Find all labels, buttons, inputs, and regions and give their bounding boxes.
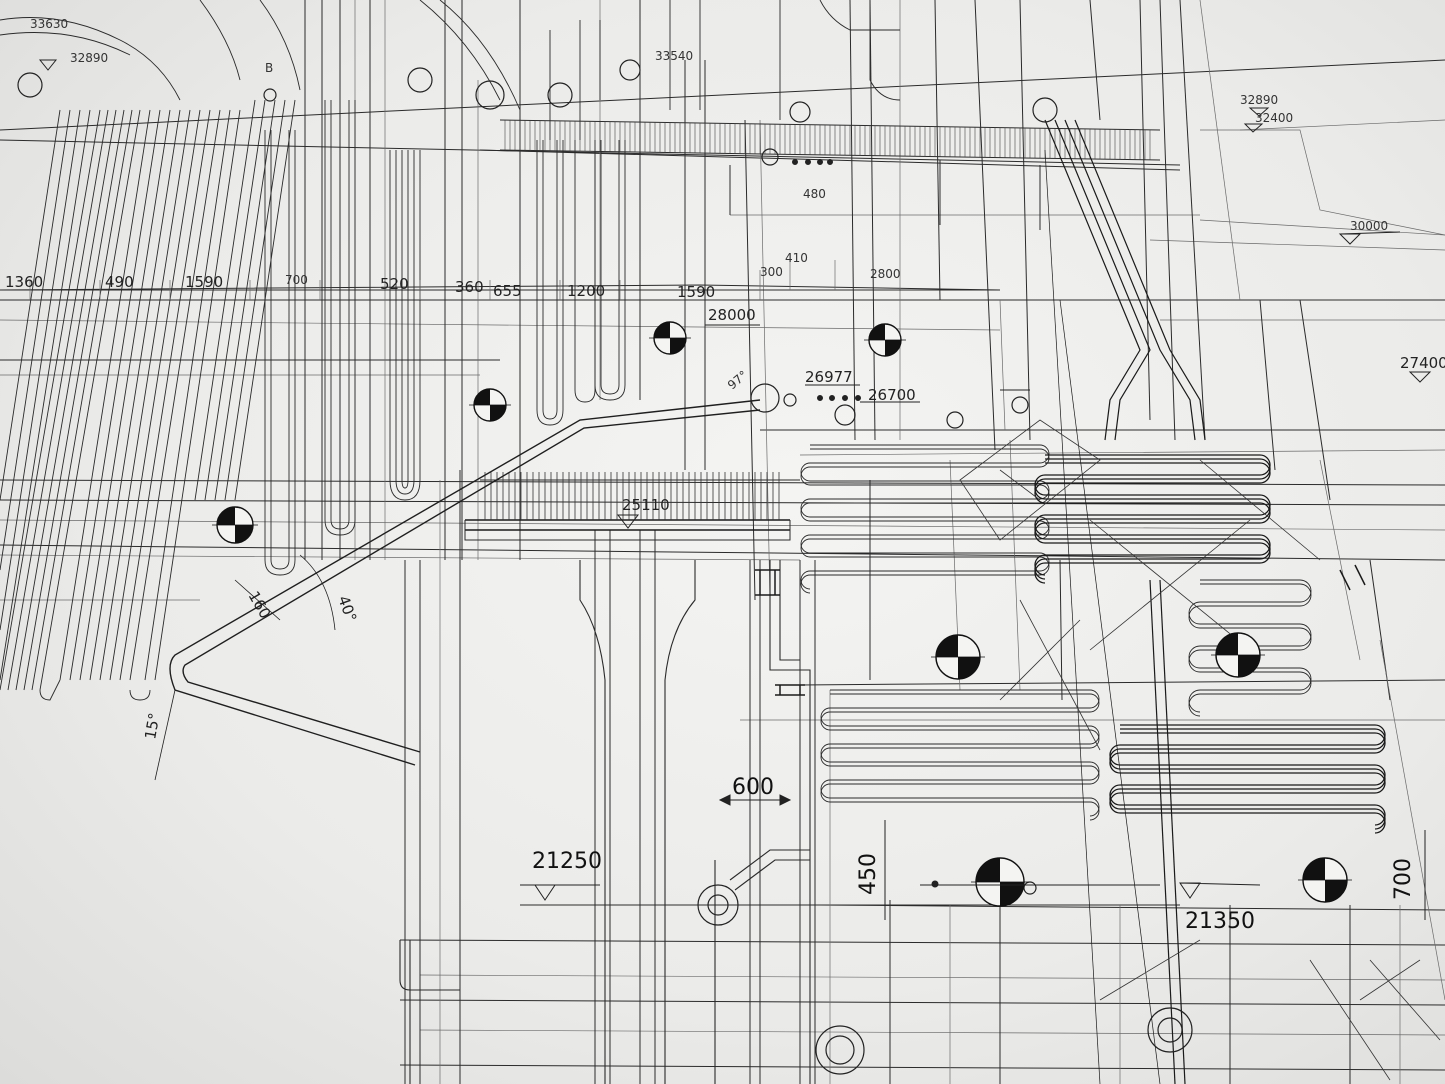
label-b: B — [265, 61, 273, 75]
drawing-labels: 33630 32890 33540 32890 32400 30000 2800… — [5, 17, 1445, 934]
elev-32890-right: 32890 — [1240, 93, 1278, 107]
dim-600: 600 — [732, 775, 774, 800]
vertical-lines — [304, 0, 1445, 1084]
cg-marker — [649, 321, 691, 355]
platform-hatching — [484, 472, 780, 520]
serpentine-tubes — [800, 444, 1312, 821]
elev-33540: 33540 — [655, 49, 693, 63]
left-tube-bundle — [0, 99, 296, 701]
top-hatching — [504, 120, 1151, 160]
cg-marker — [1298, 857, 1352, 903]
dim-160: 160 — [245, 588, 275, 622]
elev-28000: 28000 — [708, 306, 756, 324]
pipe-circles — [17, 59, 1193, 1075]
dimension-row — [0, 260, 1000, 300]
elev-30000: 30000 — [1350, 219, 1388, 233]
dimension-arrows — [718, 159, 1426, 920]
top-pipe-curves — [0, 0, 901, 120]
dim-300: 300 — [760, 265, 783, 279]
right-riser-pipe — [1044, 119, 1206, 1084]
dim-490: 490 — [105, 273, 134, 291]
cg-marker — [971, 857, 1029, 907]
dim-700-right: 700 — [1391, 858, 1416, 900]
cg-markers — [212, 321, 1352, 907]
cg-marker — [212, 506, 258, 544]
dim-1360: 1360 — [5, 273, 43, 291]
elev-21250: 21250 — [532, 849, 602, 874]
cross-bracing — [959, 419, 1441, 1081]
dim-360: 360 — [455, 278, 484, 296]
lower-duct — [399, 560, 811, 1084]
dim-1590: 1590 — [185, 273, 223, 291]
elev-26700: 26700 — [868, 386, 916, 404]
dim-480: 480 — [803, 187, 826, 201]
elev-25110: 25110 — [622, 496, 670, 514]
dim-520: 520 — [380, 275, 409, 293]
dim-410: 410 — [785, 251, 808, 265]
dim-1590-b: 1590 — [677, 283, 715, 301]
dim-1200: 1200 — [567, 282, 605, 300]
cg-marker — [1211, 632, 1265, 678]
cg-marker — [864, 323, 906, 357]
cg-marker — [931, 634, 985, 680]
diagonal-pipe — [154, 399, 761, 781]
cg-marker — [469, 388, 511, 422]
dim-2800: 2800 — [870, 267, 901, 281]
dim-700: 700 — [285, 273, 308, 287]
dim-450: 450 — [856, 853, 881, 895]
elev-26977: 26977 — [805, 368, 853, 386]
elev-21350: 21350 — [1185, 909, 1255, 934]
elev-27400: 27400 — [1400, 354, 1445, 372]
elev-33630: 33630 — [30, 17, 68, 31]
elev-32890-left: 32890 — [70, 51, 108, 65]
angle-40: 40° — [334, 593, 360, 624]
dim-655: 655 — [493, 282, 522, 300]
angle-15: 15° — [141, 711, 163, 740]
heavy-serpentine — [1034, 454, 1386, 834]
section-markers — [755, 564, 1366, 696]
angle-97: 97° — [725, 368, 750, 392]
elevation-marks — [38, 59, 1432, 901]
elev-32400: 32400 — [1255, 111, 1293, 125]
